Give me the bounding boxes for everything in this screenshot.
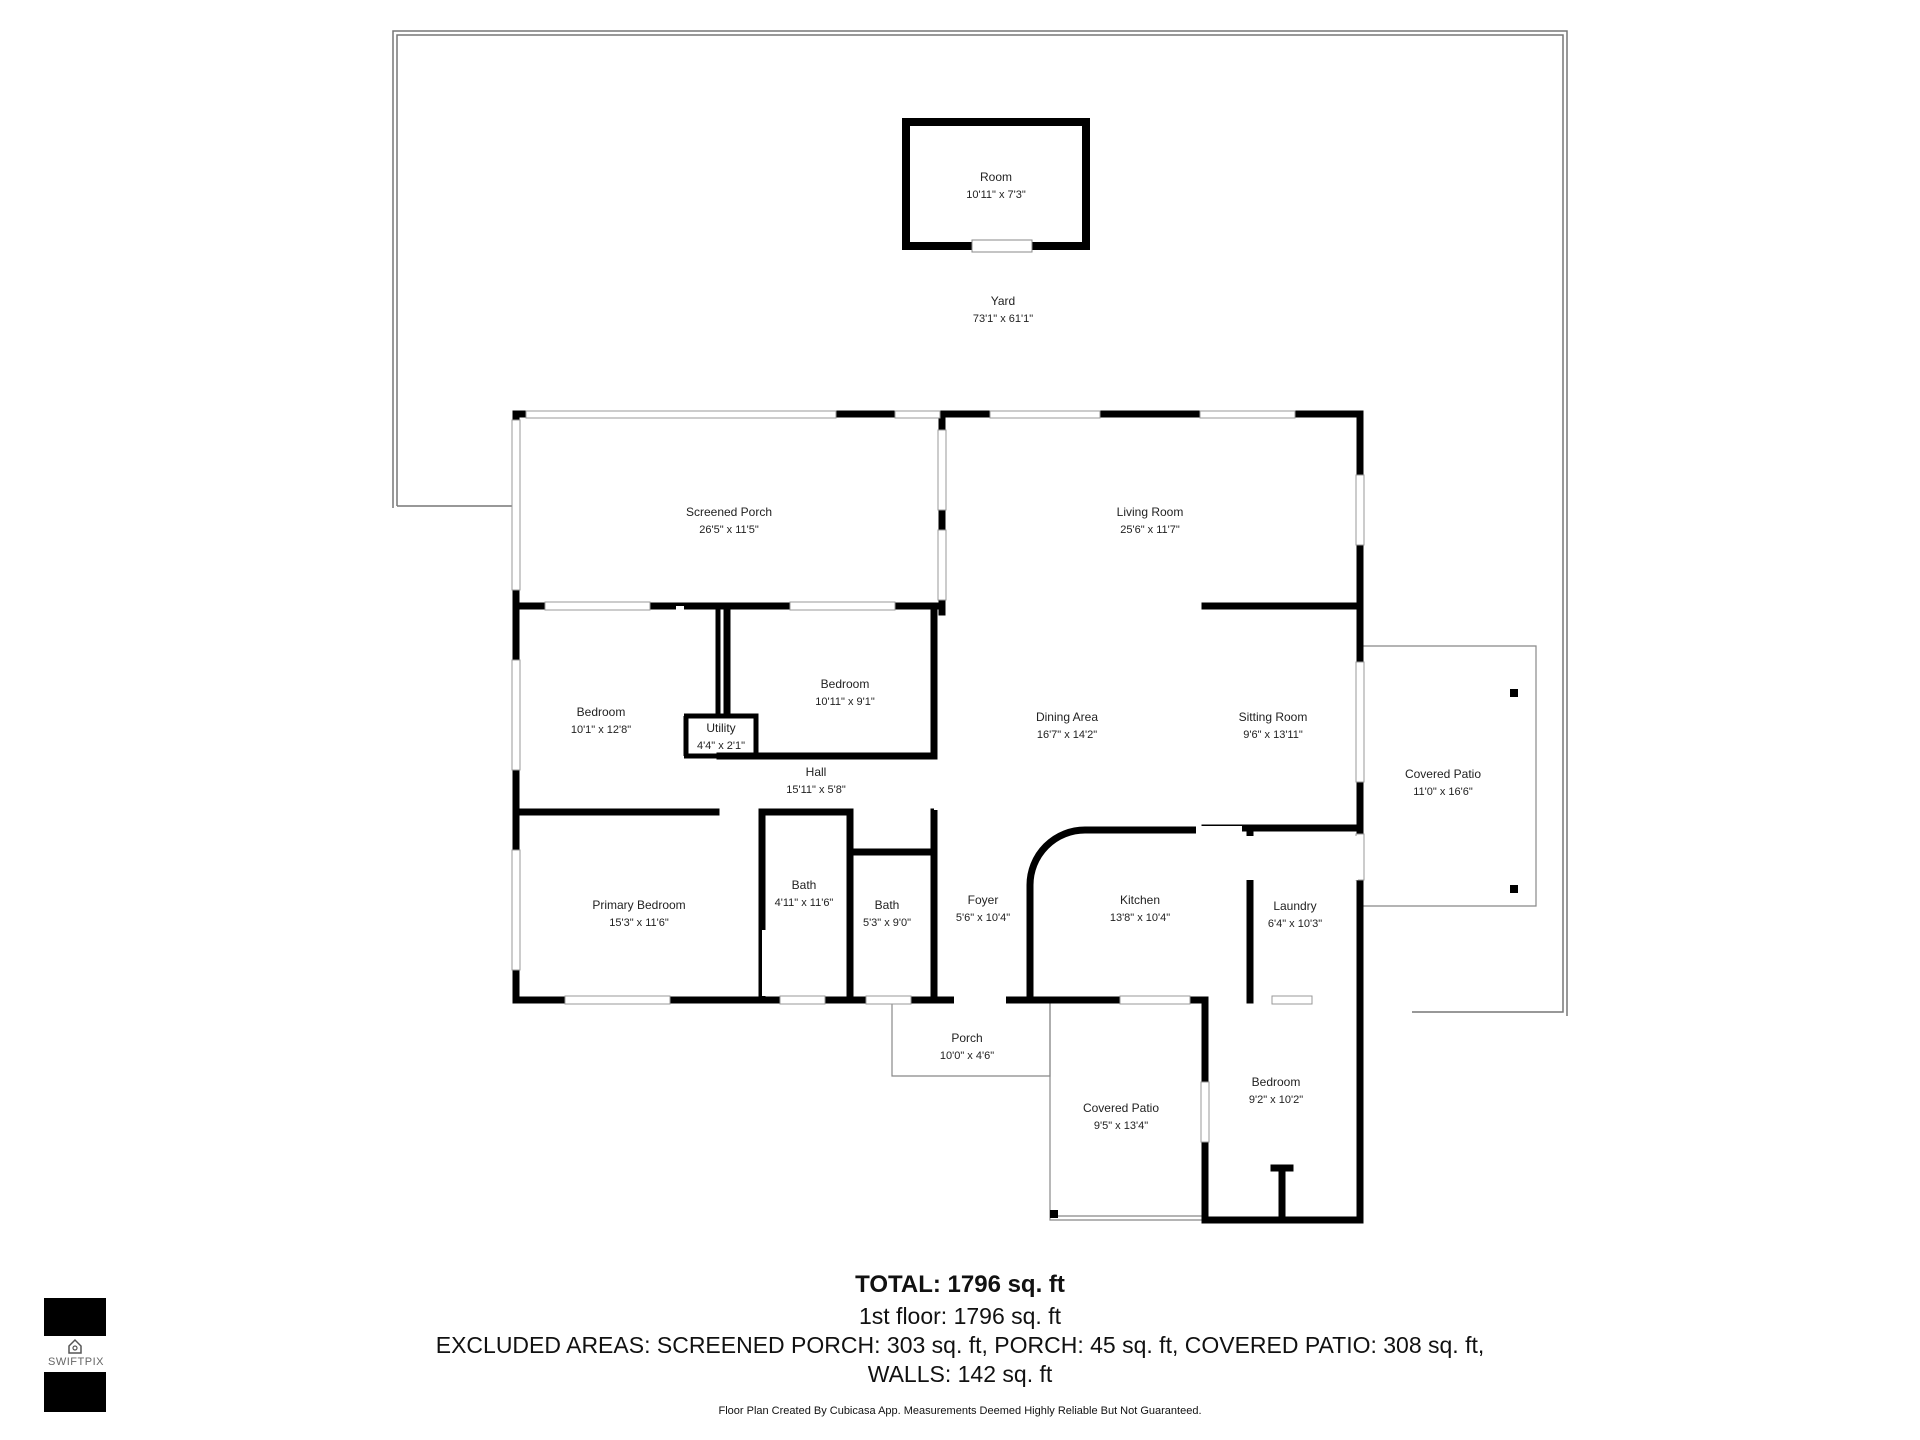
- logo-bottom-block: [44, 1372, 106, 1412]
- room-dims-yard: 73'1" x 61'1": [973, 313, 1033, 325]
- room-dims-foyer: 5'6" x 10'4": [956, 912, 1010, 924]
- yard-outline: [392, 30, 1568, 1016]
- room-dims-porch: 10'0" x 4'6": [940, 1050, 994, 1062]
- room-dims-screened-porch: 26'5" x 11'5": [699, 524, 759, 536]
- room-dims-bath-2: 5'3" x 9'0": [863, 917, 911, 929]
- room-label-hall: Hall: [806, 765, 827, 779]
- room-dims-covered-patio-east: 11'0" x 16'6": [1413, 786, 1473, 798]
- room-label-porch: Porch: [951, 1031, 982, 1045]
- room-label-covered-patio-east: Covered Patio: [1405, 767, 1481, 781]
- room-label-primary-bedroom: Primary Bedroom: [592, 898, 685, 912]
- home-icon: [68, 1338, 82, 1354]
- room-dims-bedroom-mid: 10'11" x 9'1": [815, 696, 875, 708]
- room-label-bedroom-mid: Bedroom: [821, 677, 870, 691]
- first-floor-area: 1st floor: 1796 sq. ft: [858, 1303, 1061, 1329]
- disclaimer: Floor Plan Created By Cubicasa App. Meas…: [718, 1405, 1202, 1417]
- room-label-sitting-room: Sitting Room: [1239, 710, 1308, 724]
- room-label-utility: Utility: [706, 721, 735, 735]
- total-area: TOTAL: 1796 sq. ft: [855, 1271, 1065, 1298]
- room-dims-living-room: 25'6" x 11'7": [1120, 524, 1180, 536]
- room-label-living-room: Living Room: [1117, 505, 1184, 519]
- room-label-bath-1: Bath: [792, 878, 817, 892]
- room-dims-utility: 4'4" x 2'1": [697, 740, 745, 752]
- room-labels: Room 10'11" x 7'3" Yard 73'1" x 61'1" Sc…: [571, 170, 1482, 1132]
- room-label-screened-porch: Screened Porch: [686, 505, 772, 519]
- room-label-bath-2: Bath: [875, 898, 900, 912]
- room-dims-covered-patio-south: 9'5" x 13'4": [1094, 1120, 1148, 1132]
- room-label-kitchen: Kitchen: [1120, 893, 1160, 907]
- walls-area: WALLS: 142 sq. ft: [867, 1361, 1053, 1387]
- room-dims-bath-1: 4'11" x 11'6": [775, 897, 834, 909]
- room-dims-dining-area: 16'7" x 14'2": [1037, 729, 1097, 741]
- room-dims-hall: 15'11" x 5'8": [786, 784, 846, 796]
- room-label-foyer: Foyer: [968, 893, 999, 907]
- door-openings: [676, 606, 1358, 1004]
- room-label-laundry: Laundry: [1273, 899, 1316, 913]
- room-label-bedroom-left: Bedroom: [577, 705, 626, 719]
- logo-top-block: [44, 1298, 106, 1336]
- room-dims-bedroom-left: 10'1" x 12'8": [571, 724, 631, 736]
- room-label-yard: Yard: [991, 294, 1015, 308]
- windows: [511, 410, 1365, 1143]
- room-dims-kitchen: 13'8" x 10'4": [1110, 912, 1170, 924]
- room-label-covered-patio-south: Covered Patio: [1083, 1101, 1159, 1115]
- room-dims-sitting-room: 9'6" x 13'11": [1243, 729, 1303, 741]
- floor-plan: Room 10'11" x 7'3" Yard 73'1" x 61'1" Sc…: [392, 30, 1568, 1224]
- covered-patio-east-outline: [1360, 645, 1537, 907]
- logo-text: SWIFTPIX: [48, 1356, 104, 1368]
- room-dims-laundry: 6'4" x 10'3": [1268, 918, 1322, 930]
- room-label-bedroom-south: Bedroom: [1252, 1075, 1301, 1089]
- room-dims-primary-bedroom: 15'3" x 11'6": [609, 917, 669, 929]
- room-label-dining-area: Dining Area: [1036, 710, 1098, 724]
- covered-patio-south-outline: [1049, 1000, 1205, 1221]
- room-dims-bedroom-south: 9'2" x 10'2": [1249, 1094, 1303, 1106]
- room-dims-room: 10'11" x 7'3": [966, 189, 1026, 201]
- excluded-areas: EXCLUDED AREAS: SCREENED PORCH: 303 sq. …: [435, 1332, 1485, 1358]
- room-label-room: Room: [980, 170, 1012, 184]
- kitchen-arc-wall: [1026, 826, 1205, 1000]
- detached-room-walls: [902, 118, 1090, 253]
